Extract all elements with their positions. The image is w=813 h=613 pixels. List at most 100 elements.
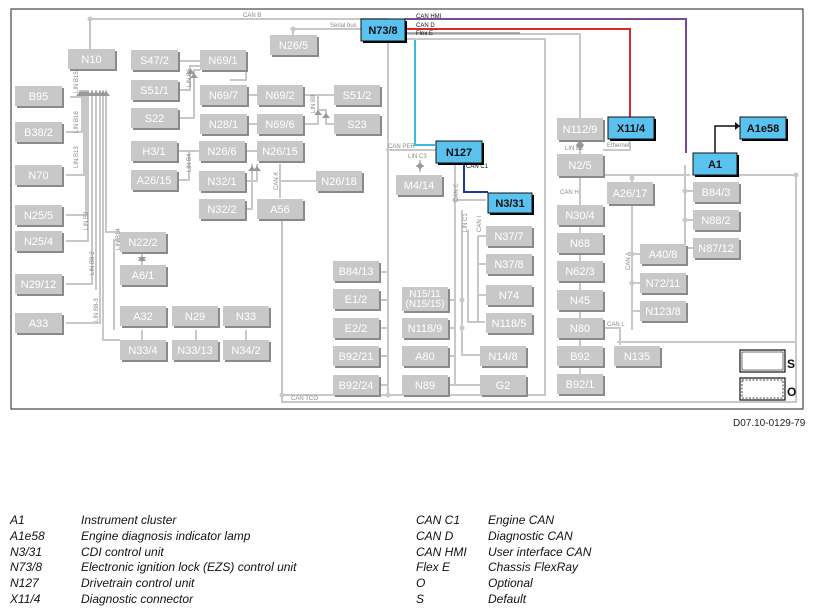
junction-dot — [682, 217, 688, 223]
node-label: S23 — [347, 119, 367, 131]
junction-dot — [793, 172, 799, 178]
node-box — [614, 346, 660, 366]
node-box — [172, 306, 218, 326]
key-optional-box — [739, 377, 786, 401]
bus-label: CAN TCO — [291, 396, 318, 402]
arrow-head — [416, 165, 424, 170]
node-label: N26/6 — [207, 146, 236, 158]
node-n25-5: N25/5 — [15, 205, 64, 227]
node-label: S51/1 — [140, 85, 169, 97]
node-n25-4: N25/4 — [15, 231, 64, 253]
node-a56: A56 — [257, 199, 305, 221]
node-label: N33 — [236, 311, 256, 323]
legend-code: CAN HMI — [416, 544, 467, 559]
node-b92-21: B92/21 — [333, 346, 381, 368]
node-n22-2: N22/2 — [120, 232, 168, 254]
node-box — [120, 306, 166, 326]
node-n45: N45 — [557, 290, 605, 312]
node-label: N37/8 — [494, 259, 523, 271]
node-label: N29 — [185, 311, 205, 323]
node-label: N69/2 — [265, 90, 294, 102]
legend-code: A1 — [10, 513, 25, 527]
bus-label: CAN A — [626, 252, 632, 270]
node-box — [223, 340, 269, 360]
node-n118-9: N118/9 — [402, 318, 450, 340]
node-box — [557, 346, 603, 366]
legend-code: S — [416, 592, 425, 606]
node-box — [607, 182, 653, 204]
node-box — [557, 233, 603, 253]
node-n68: N68 — [557, 233, 605, 255]
key-default-box — [739, 349, 786, 373]
node-n34-2: N34/2 — [223, 340, 271, 362]
node-box — [15, 205, 62, 225]
arrow-head — [576, 140, 584, 145]
node-label: N34/2 — [231, 345, 260, 357]
node-b84-3: B84/3 — [693, 182, 741, 204]
node-n69-7: N69/7 — [200, 85, 249, 107]
arrow-head — [314, 110, 322, 115]
node-label: N68 — [570, 238, 590, 250]
node-s22: S22 — [131, 108, 180, 130]
legend-code: CAN C1 — [416, 513, 461, 527]
node-b92-1: B92/1 — [557, 374, 605, 396]
junction-dot — [385, 392, 391, 398]
bus-label: LIN B2 — [84, 211, 90, 230]
node-box — [199, 199, 245, 219]
node-box — [402, 287, 448, 311]
junction-dot — [682, 188, 688, 194]
node-label: A26/15 — [137, 175, 172, 187]
bus-line — [461, 210, 480, 356]
node-n30-4: N30/4 — [557, 205, 605, 227]
node-label: N70 — [28, 170, 48, 182]
legend-code: Flex E — [416, 560, 451, 575]
bus-line — [105, 90, 120, 233]
node-box — [199, 141, 245, 161]
node-n69-1: N69/1 — [200, 50, 248, 72]
bus-line — [617, 174, 797, 343]
node-box — [692, 152, 738, 176]
node-label: X11/4 — [617, 123, 646, 135]
node-a26-17: A26/17 — [607, 182, 655, 206]
node-label: N45 — [570, 295, 590, 307]
legend-description: Engine CAN — [488, 513, 555, 527]
node-box — [435, 140, 483, 164]
node-box — [333, 346, 379, 366]
node-label: M4/14 — [404, 180, 435, 192]
legend-description: Default — [488, 592, 527, 606]
node-box — [120, 340, 166, 360]
bus-label: LIN C1 — [463, 213, 469, 232]
bus-label: LIN B8-2 — [90, 251, 96, 275]
node-label: N33/13 — [177, 345, 212, 357]
node-s51-1: S51/1 — [131, 80, 180, 102]
node-label: N32/2 — [207, 204, 236, 216]
node-box — [396, 175, 442, 195]
legend-code: N127 — [10, 576, 39, 591]
node-box — [257, 114, 303, 134]
node-a6-1: A6/1 — [120, 265, 168, 287]
junction-dot — [629, 251, 635, 257]
node-box — [15, 86, 62, 106]
bus-line — [66, 90, 89, 242]
node-n10: N10 — [68, 49, 117, 71]
node-label: N69/1 — [208, 55, 237, 67]
node-label: N69/7 — [209, 90, 238, 102]
node-label: N26/18 — [321, 176, 356, 188]
node-label: N123/8 — [645, 306, 680, 318]
node-e2-2: E2/2 — [333, 318, 381, 340]
node-n89: N89 — [402, 375, 450, 397]
node-n88-2: N88/2 — [693, 210, 741, 232]
node-label: N25/4 — [24, 236, 53, 248]
node-box — [15, 274, 62, 294]
node-label: A56 — [270, 204, 290, 216]
node-g2: G2 — [480, 375, 528, 397]
node-label: N15/11(N15/15) — [406, 289, 445, 310]
node-box — [486, 254, 532, 274]
node-n87-12: N87/12 — [693, 238, 741, 260]
node-box — [223, 306, 269, 326]
node-n72-11: N72/11 — [640, 273, 688, 295]
node-e1-2: E1/2 — [333, 289, 381, 311]
node-box — [120, 265, 166, 285]
node-label: N62/3 — [565, 266, 594, 278]
